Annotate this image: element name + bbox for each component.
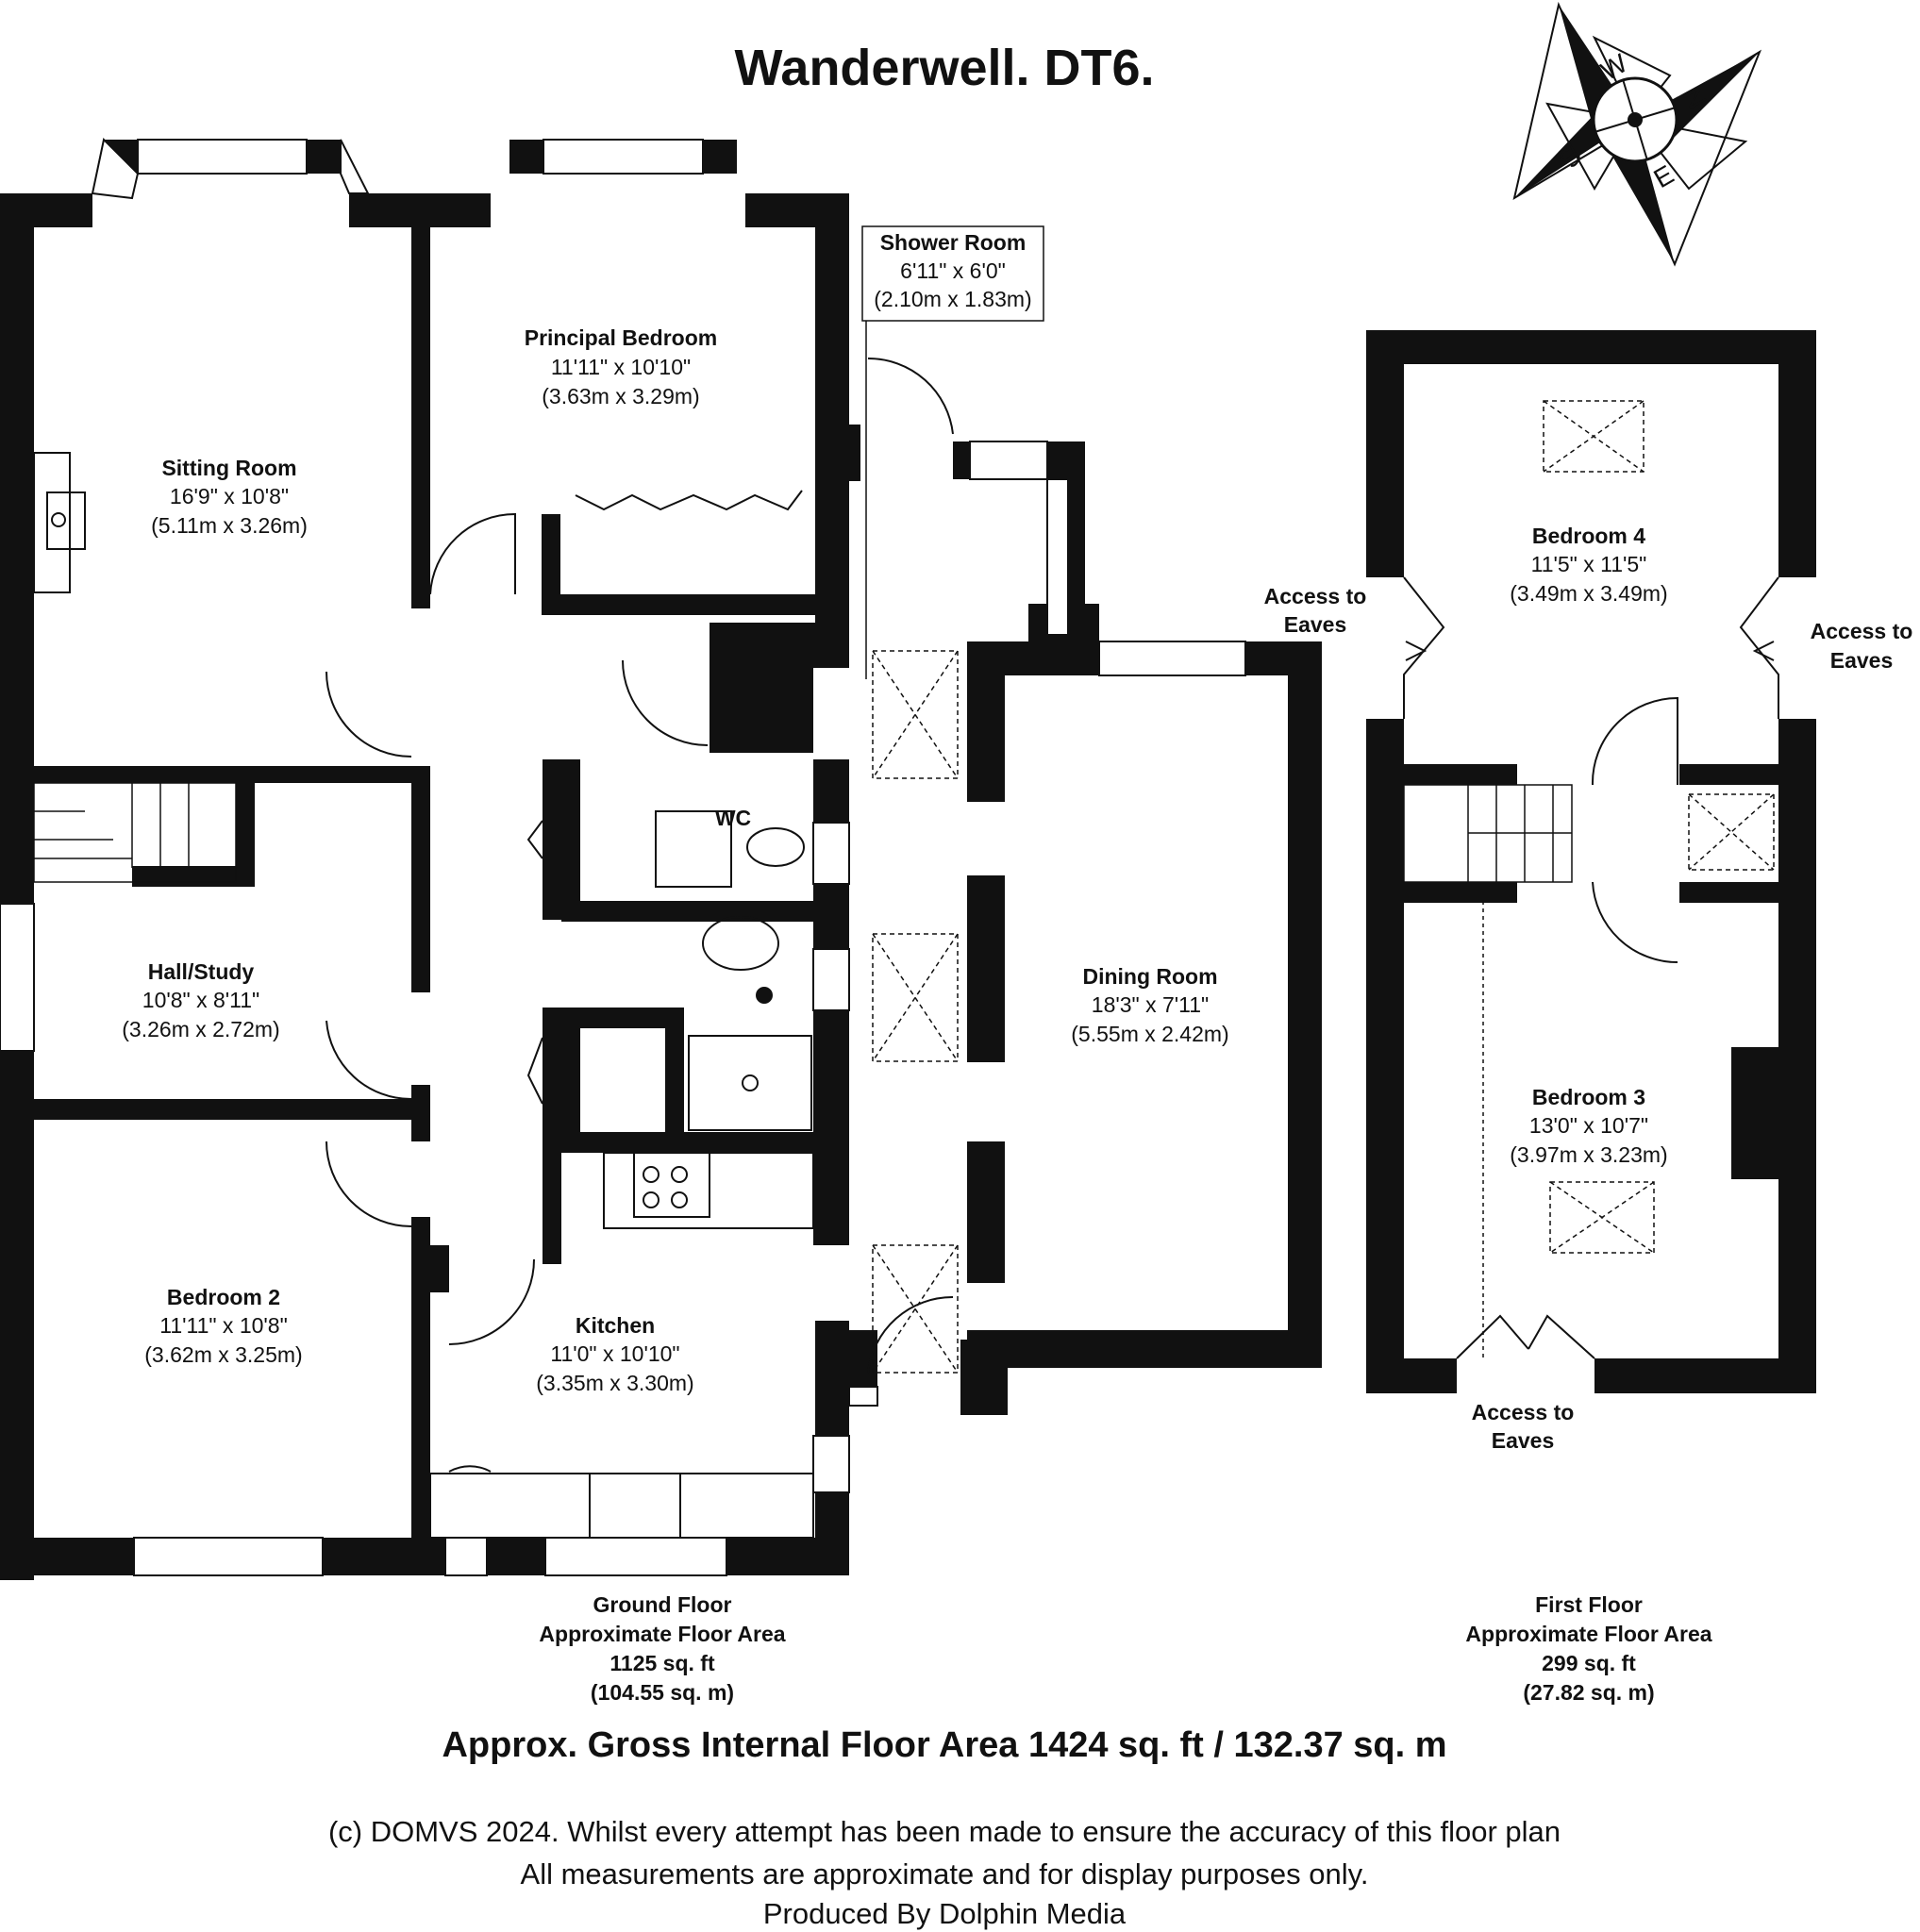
- gross-internal-area: Approx. Gross Internal Floor Area 1424 s…: [442, 1725, 1446, 1765]
- first-floor-area: First Floor Approximate Floor Area 299 s…: [1465, 1592, 1711, 1705]
- area-line4: (104.55 sq. m): [591, 1680, 734, 1705]
- eaves-line2: Eaves: [1492, 1428, 1555, 1453]
- room-dims-metric: (3.49m x 3.49m): [1510, 581, 1667, 606]
- room-dims-metric: (3.97m x 3.23m): [1510, 1142, 1667, 1167]
- room-name: Bedroom 2: [167, 1285, 280, 1309]
- room-dims-metric: (5.55m x 2.42m): [1071, 1022, 1228, 1046]
- compass-icon: W N E S: [1512, 1, 1762, 267]
- room-dims-metric: (3.63m x 3.29m): [542, 384, 699, 408]
- area-line1: First Floor: [1535, 1592, 1643, 1617]
- room-dims-imperial: 6'11" x 6'0": [900, 258, 1006, 283]
- room-dims-imperial: 18'3" x 7'11": [1092, 992, 1209, 1017]
- area-line2: Approximate Floor Area: [539, 1622, 785, 1646]
- room-sitting: Sitting Room 16'9" x 10'8" (5.11m x 3.26…: [151, 456, 308, 538]
- room-dining: Dining Room 18'3" x 7'11" (5.55m x 2.42m…: [1071, 964, 1228, 1046]
- area-line4: (27.82 sq. m): [1523, 1680, 1654, 1705]
- disclaimer-line2: All measurements are approximate and for…: [521, 1857, 1369, 1890]
- room-bedroom-4: Bedroom 4 11'5" x 11'5" (3.49m x 3.49m): [1510, 524, 1667, 606]
- ground-floor-windows: [0, 137, 1246, 1576]
- eaves-line2: Eaves: [1830, 648, 1894, 673]
- area-line1: Ground Floor: [593, 1592, 732, 1617]
- eaves-access-right: Access to Eaves: [1811, 619, 1913, 673]
- first-skylights: [1543, 400, 1775, 1254]
- room-dims-imperial: 10'8" x 8'11": [142, 988, 259, 1012]
- disclaimer-line1: (c) DOMVS 2024. Whilst every attempt has…: [328, 1815, 1561, 1848]
- room-hall-study: Hall/Study 10'8" x 8'11" (3.26m x 2.72m): [122, 959, 279, 1041]
- eaves-line2: Eaves: [1284, 612, 1347, 637]
- room-name: Dining Room: [1082, 964, 1217, 989]
- room-wc: WC: [715, 806, 751, 830]
- ground-skylights: [872, 650, 959, 1374]
- room-dims-metric: (3.62m x 3.25m): [144, 1342, 302, 1367]
- disclaimer-line3: Produced By Dolphin Media: [763, 1897, 1127, 1930]
- room-dims-metric: (2.10m x 1.83m): [874, 287, 1031, 311]
- room-name: Shower Room: [880, 230, 1027, 255]
- room-dims-imperial: 11'11" x 10'8": [159, 1313, 288, 1338]
- area-line3: 1125 sq. ft: [609, 1651, 715, 1675]
- disclaimer: (c) DOMVS 2024. Whilst every attempt has…: [328, 1815, 1561, 1930]
- room-name: Sitting Room: [161, 456, 296, 480]
- first-floor-doors: [1403, 576, 1779, 1359]
- first-floor-stairs: [1403, 784, 1573, 1358]
- plan-title: Wanderwell. DT6.: [734, 40, 1154, 96]
- eaves-access-left: Access to Eaves: [1264, 584, 1367, 637]
- room-kitchen: Kitchen 11'0" x 10'10" (3.35m x 3.30m): [536, 1313, 693, 1395]
- room-dims-imperial: 11'0" x 10'10": [550, 1341, 679, 1366]
- room-dims-imperial: 16'9" x 10'8": [170, 484, 289, 508]
- room-dims-imperial: 13'0" x 10'7": [1529, 1113, 1648, 1138]
- room-name: WC: [715, 806, 751, 830]
- room-name: Bedroom 3: [1532, 1085, 1645, 1109]
- area-line3: 299 sq. ft: [1542, 1651, 1636, 1675]
- room-dims-imperial: 11'5" x 11'5": [1531, 552, 1647, 576]
- room-dims-imperial: 11'11" x 10'10": [551, 355, 691, 379]
- room-bedroom-3: Bedroom 3 13'0" x 10'7" (3.97m x 3.23m): [1510, 1085, 1667, 1167]
- room-principal-bedroom: Principal Bedroom 11'11" x 10'10" (3.63m…: [525, 325, 717, 408]
- eaves-access-bottom: Access to Eaves: [1472, 1400, 1575, 1453]
- room-name: Kitchen: [576, 1313, 655, 1338]
- room-dims-metric: (5.11m x 3.26m): [151, 513, 308, 538]
- area-line2: Approximate Floor Area: [1465, 1622, 1711, 1646]
- room-dims-metric: (3.26m x 2.72m): [122, 1017, 279, 1041]
- room-bedroom-2: Bedroom 2 11'11" x 10'8" (3.62m x 3.25m): [144, 1285, 302, 1367]
- room-name: Hall/Study: [148, 959, 255, 984]
- room-dims-metric: (3.35m x 3.30m): [536, 1371, 693, 1395]
- fixtures: [33, 452, 814, 1539]
- room-name: Bedroom 4: [1532, 524, 1645, 548]
- ground-stairs: [33, 782, 237, 883]
- room-shower: Shower Room 6'11" x 6'0" (2.10m x 1.83m): [861, 225, 1044, 679]
- eaves-line1: Access to: [1472, 1400, 1575, 1424]
- ground-doors: [326, 357, 954, 1473]
- eaves-line1: Access to: [1264, 584, 1367, 608]
- eaves-line1: Access to: [1811, 619, 1913, 643]
- ground-floor-area: Ground Floor Approximate Floor Area 1125…: [539, 1592, 785, 1705]
- first-floor-walls: [1366, 330, 1816, 1393]
- room-name: Principal Bedroom: [525, 325, 717, 350]
